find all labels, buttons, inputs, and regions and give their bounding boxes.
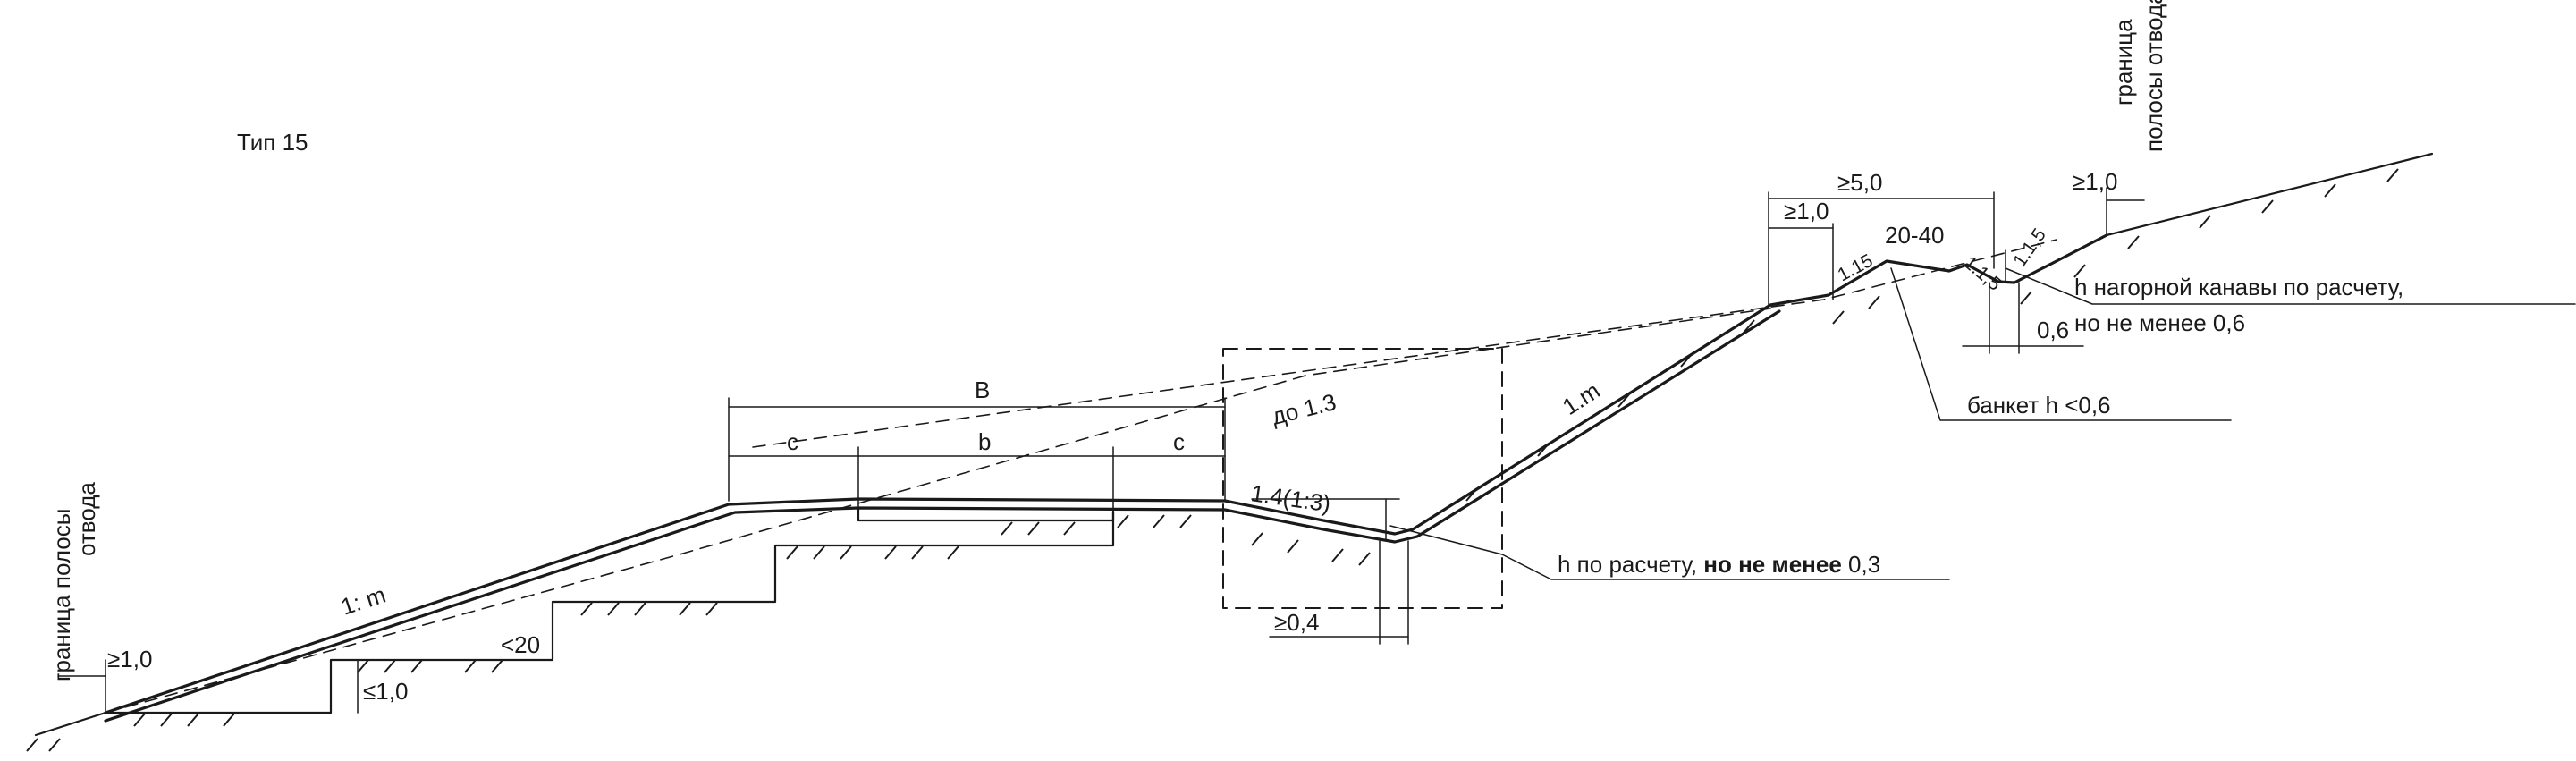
left-boundary-label-line1: граница полосы — [48, 509, 75, 681]
dim-c-left: c — [787, 428, 798, 455]
h-calc-label: h по расчету, но не менее 0,3 — [1558, 551, 1880, 578]
dim-ge-1-right: ≥1,0 — [2073, 168, 2117, 195]
ditch-h-label-line2: но не менее 0,6 — [2074, 309, 2245, 336]
dim-ge-1-mid: ≥1,0 — [1784, 198, 1829, 224]
slope-do-13: до 1.3 — [1269, 388, 1339, 430]
berm-dimensions: ≥1,0 ≥5,0 20-40 1.15 1.1,5 1.1,5 — [1768, 169, 2050, 306]
dim-20-40: 20-40 — [1885, 222, 1945, 249]
diagram-title: Тип 15 — [237, 129, 308, 156]
road-surface — [104, 152, 2434, 723]
width-dimensions: B c b c — [728, 376, 1226, 512]
dim-b: b — [978, 428, 991, 455]
dim-B: B — [975, 376, 990, 403]
dim-ge-1-left: ≥1,0 — [107, 646, 152, 672]
dim-c-right: c — [1173, 428, 1185, 455]
right-boundary-label-line2: полосы отвода — [2141, 0, 2167, 152]
pavement-layer — [857, 506, 1115, 522]
angle-lt-20: <20 — [501, 631, 540, 658]
ground-hatching — [26, 168, 2399, 752]
step-height-dimension: ≤1,0 — [357, 659, 408, 714]
slope-label-left: 1: m — [338, 581, 389, 621]
slope-115-c: 1.1,5 — [2009, 224, 2050, 270]
banket-leader — [1890, 267, 2232, 421]
right-boundary-marker: ≥1,0 граница полосы отвода — [2073, 0, 2167, 236]
h-calc-leader — [1389, 525, 1950, 580]
right-boundary-label-line1: граница — [2110, 19, 2137, 106]
dim-ge-5: ≥5,0 — [1837, 169, 1882, 196]
ditch-leader — [2005, 267, 2576, 305]
ditch-dimensions: 0,6 — [1962, 249, 2084, 354]
ground-line — [34, 239, 2057, 737]
banket-label: банкет h <0,6 — [1967, 392, 2111, 419]
dim-ge-04: ≥0,4 — [1274, 609, 1319, 636]
dim-le-1: ≤1,0 — [363, 678, 408, 705]
left-boundary-marker: граница полосы отвода ≥1,0 — [48, 482, 152, 714]
ditch-depth-dimension: ≥0,4 — [1251, 498, 1409, 645]
ditch-h-label-line1: h нагорной канавы по расчету, — [2074, 274, 2403, 300]
left-boundary-label-line2: отвода — [73, 482, 100, 556]
detail-box — [1222, 348, 1503, 609]
dim-06: 0,6 — [2037, 317, 2069, 343]
